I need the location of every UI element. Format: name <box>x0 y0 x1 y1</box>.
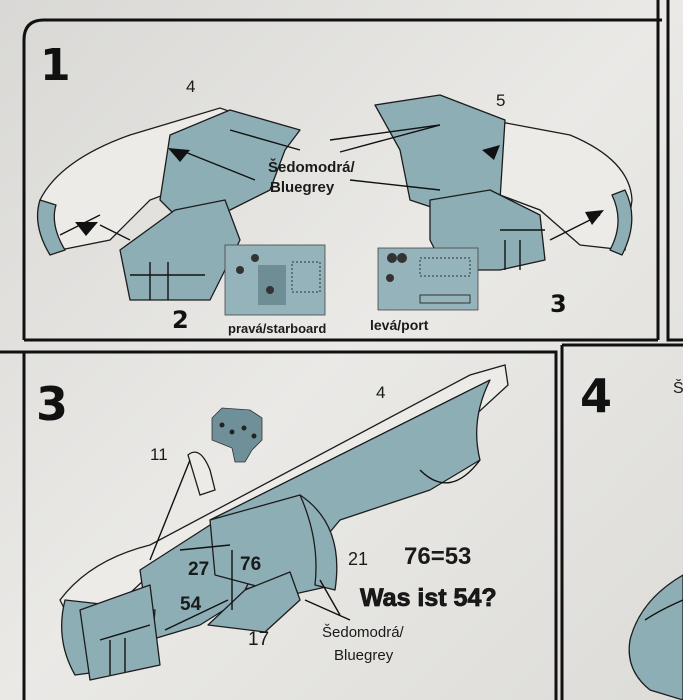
part-label-54: 54 <box>180 594 202 615</box>
part-label-21: 21 <box>348 549 368 569</box>
part-label-4: 4 <box>186 77 195 96</box>
step-4-partial-label: Š <box>673 378 683 397</box>
instrument-panel-port <box>377 247 479 311</box>
panel-label-port: levá/port <box>370 317 429 333</box>
color-leader-lines-step1 <box>229 124 441 153</box>
part-label-2: 2 <box>172 306 189 334</box>
part-label-3: 3 <box>550 290 567 318</box>
right-panel-frame <box>666 0 683 342</box>
step-3-frame <box>0 350 558 700</box>
color-label-line1: Šedomodrá/ <box>268 158 356 176</box>
step-4-frame <box>560 343 683 700</box>
fuselage-half-left-part-4 <box>36 107 301 301</box>
color-label-line1: Šedomodrá/ <box>322 624 405 641</box>
annotation-question: Was ist 54? <box>360 584 497 612</box>
panel-label-starboard: pravá/starboard <box>228 321 326 336</box>
part-label-27: 27 <box>188 559 209 580</box>
part-label-4: 4 <box>376 383 385 402</box>
part-label-11: 11 <box>150 445 168 464</box>
part-label-5: 5 <box>496 91 505 110</box>
annotation-equation: 76=53 <box>404 543 471 570</box>
step-3-number: 3 <box>36 377 68 431</box>
part-label-17: 17 <box>248 629 269 650</box>
fuselage-partial-step4 <box>628 574 683 700</box>
step-1-number: 1 <box>40 40 71 91</box>
step-1-frame <box>22 0 662 342</box>
part-label-76: 76 <box>240 554 261 575</box>
instrument-panel-starboard <box>224 244 326 316</box>
color-label-line2: Bluegrey <box>334 647 394 664</box>
instrument-panel-step3 <box>211 407 263 463</box>
fuselage-assembly-step3 <box>59 364 509 681</box>
fuselage-half-right-part-5 <box>329 94 633 271</box>
color-label-line2: Bluegrey <box>270 179 335 196</box>
step-4-number: 4 <box>580 369 612 423</box>
